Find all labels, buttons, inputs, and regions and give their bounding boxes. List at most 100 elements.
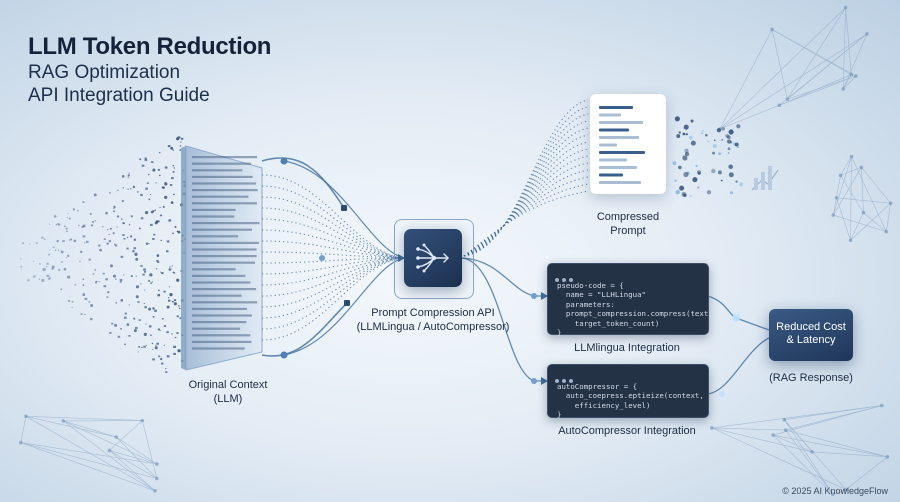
dotted-flow (261, 257, 401, 308)
token-particle (73, 239, 77, 243)
compression-api-node[interactable] (404, 229, 462, 287)
token-particle (122, 234, 125, 237)
token-particle (144, 211, 149, 215)
token-particle (27, 279, 30, 282)
flow-line (283, 160, 405, 259)
doc-text-line (599, 136, 639, 139)
token-particle (44, 238, 46, 241)
token-particle (105, 211, 108, 215)
token-particle (35, 242, 38, 244)
panel-text-line (192, 189, 258, 192)
token-particle (98, 244, 101, 247)
compression-api-label-line2: (LLMLingua / AutoCompressor) (356, 321, 510, 333)
token-particle (143, 332, 147, 336)
token-particle (123, 237, 126, 240)
token-particle (120, 328, 122, 330)
token-particle (682, 155, 688, 161)
panel-text-line (192, 274, 246, 277)
token-particle (145, 344, 147, 346)
token-particle (110, 264, 113, 268)
token-particle (41, 278, 45, 282)
token-particle (141, 164, 145, 167)
network-edge (719, 29, 773, 130)
network-edge (861, 167, 891, 204)
network-hub-icon (416, 243, 449, 273)
original-context-panel-edge (181, 146, 186, 370)
panel-text-line (192, 288, 257, 291)
llmlingua-label: LLMlingua Integration (574, 342, 680, 354)
token-particle (158, 355, 161, 358)
token-particle (149, 273, 153, 277)
token-particle (77, 210, 79, 212)
token-particle (58, 268, 61, 271)
network-edge (785, 429, 888, 458)
panel-text-line (192, 182, 257, 185)
token-particle (171, 265, 173, 267)
result-line1: Reduced Cost (776, 321, 846, 333)
network-edge (785, 405, 882, 431)
token-particle (688, 135, 693, 140)
network-node (831, 492, 835, 497)
network-edge (784, 419, 834, 495)
token-particle (717, 170, 722, 175)
token-particle (150, 223, 153, 226)
token-particle (143, 268, 146, 271)
panel-text-line (192, 301, 258, 304)
token-particle (66, 230, 68, 232)
token-particle (63, 267, 67, 271)
token-particle (20, 265, 23, 268)
panel-text-line (192, 281, 251, 284)
network-edge (812, 451, 888, 458)
token-particle (133, 317, 136, 320)
token-particle (157, 220, 160, 223)
token-particle (171, 300, 174, 303)
token-particle (707, 140, 710, 143)
token-particle (166, 240, 170, 243)
token-particle (678, 131, 681, 134)
token-particle (178, 305, 180, 307)
network-edge (787, 75, 857, 100)
token-particle (106, 296, 109, 298)
token-particle (161, 318, 164, 320)
token-particle (49, 277, 51, 279)
token-particle (728, 164, 734, 170)
token-particle (174, 336, 177, 339)
page-subtitle-2: API Integration Guide (28, 85, 210, 106)
token-particle (152, 358, 155, 361)
network-node (843, 5, 848, 10)
token-particle (682, 132, 686, 136)
network-edge (850, 156, 852, 241)
token-particle (108, 240, 112, 243)
token-particle (129, 188, 132, 190)
flow-node (280, 157, 288, 165)
network-edge (772, 434, 834, 495)
token-particle (130, 275, 133, 278)
doc-text-line (599, 113, 621, 117)
network-edge (116, 436, 158, 465)
token-particle (138, 345, 141, 348)
network-edge (845, 456, 888, 490)
token-particle (134, 326, 138, 330)
result-node[interactable]: Reduced Cost & Latency (769, 309, 853, 361)
token-particle (155, 268, 158, 270)
network-edge (25, 416, 143, 421)
network-node (849, 154, 854, 159)
token-particle (94, 220, 96, 222)
network-node (782, 417, 787, 422)
arrowhead (541, 292, 548, 300)
network-node (785, 97, 790, 101)
token-particle (111, 322, 114, 325)
token-particle (158, 289, 160, 292)
token-particle (42, 267, 46, 272)
network-edge (832, 156, 852, 216)
dotted-flow (261, 207, 401, 259)
doc-text-line (599, 158, 627, 162)
token-particle (128, 172, 130, 174)
compressed-prompt-text-lines (599, 106, 645, 184)
token-particle (727, 147, 731, 151)
dotted-flow (463, 113, 589, 257)
doc-text-line (599, 106, 633, 109)
token-particle (98, 281, 100, 282)
token-particle (48, 223, 51, 225)
